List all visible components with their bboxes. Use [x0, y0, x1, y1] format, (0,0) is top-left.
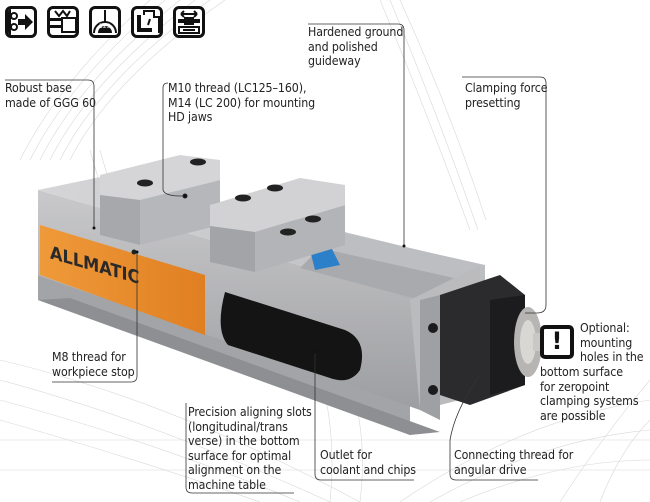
- callout-line: for zeropoint: [540, 379, 610, 394]
- callout-line: mounting: [580, 335, 633, 350]
- warning-icon: !: [540, 325, 574, 359]
- callout-line: guideway: [308, 54, 361, 68]
- callout-line: and polished: [308, 39, 378, 54]
- callout-line: Hardened ground: [308, 25, 404, 39]
- callout-line: M14 (LC 200) for mounting: [168, 95, 316, 110]
- callout-line: verse) in the bottom: [188, 434, 300, 448]
- svg-text:123: 123: [99, 23, 111, 30]
- callout-m8-thread: M8 thread for workpiece stop: [52, 350, 135, 379]
- callout-optional-mounting-bottom: bottom surface for zeropoint clamping sy…: [540, 365, 639, 423]
- force-presetting-dial-icon: 123: [89, 6, 121, 38]
- callout-line: Robust base: [5, 81, 72, 95]
- callout-connecting-thread: Connecting thread for angular drive: [454, 448, 573, 477]
- quick-clamping-icon: [5, 6, 37, 38]
- warning-symbol: !: [551, 327, 563, 355]
- callout-m10-thread: M10 thread (LC125–160), M14 (LC 200) for…: [168, 81, 315, 125]
- callout-optional-mounting-top: Optional: mounting holes in the: [580, 321, 644, 365]
- callout-line: bottom surface: [540, 365, 624, 379]
- callout-guideway: Hardened ground and polished guideway: [308, 25, 403, 69]
- callout-line: HD jaws: [168, 110, 213, 124]
- callout-line: Clamping force: [465, 81, 548, 95]
- callout-line: holes in the: [580, 350, 644, 364]
- callout-line: machine table: [188, 477, 266, 492]
- callout-line: M10 thread (LC125–160),: [168, 81, 307, 95]
- angular-drive-icon: [131, 6, 163, 38]
- callout-line: Optional:: [580, 321, 630, 335]
- callout-line: made of GGG 60: [5, 95, 96, 110]
- callout-line: Outlet for: [320, 448, 372, 462]
- callout-line: Precision aligning slots: [188, 405, 312, 419]
- callout-line: Connecting thread for: [454, 448, 574, 462]
- feature-icon-bar: 123: [5, 6, 205, 38]
- callout-line: are possible: [540, 408, 606, 423]
- callout-line: alignment on the: [188, 463, 282, 477]
- callout-precision-slots: Precision aligning slots (longitudinal/t…: [188, 405, 312, 492]
- callout-line: presetting: [465, 95, 521, 110]
- alignment-slot-icon: [173, 6, 205, 38]
- callout-line: coolant and chips: [320, 462, 416, 477]
- callout-line: workpiece stop: [52, 364, 135, 379]
- callout-line: M8 thread for: [52, 350, 126, 364]
- callout-outlet: Outlet for coolant and chips: [320, 448, 416, 477]
- callout-robust-base: Robust base made of GGG 60: [5, 81, 96, 110]
- callout-line: surface for optimal: [188, 448, 292, 463]
- callout-line: clamping systems: [540, 394, 639, 408]
- callout-line: (longitudinal/trans: [188, 419, 288, 434]
- callout-line: angular drive: [454, 462, 527, 477]
- clamping-force-icon: [47, 6, 79, 38]
- callout-clamping-force: Clamping force presetting: [465, 81, 548, 110]
